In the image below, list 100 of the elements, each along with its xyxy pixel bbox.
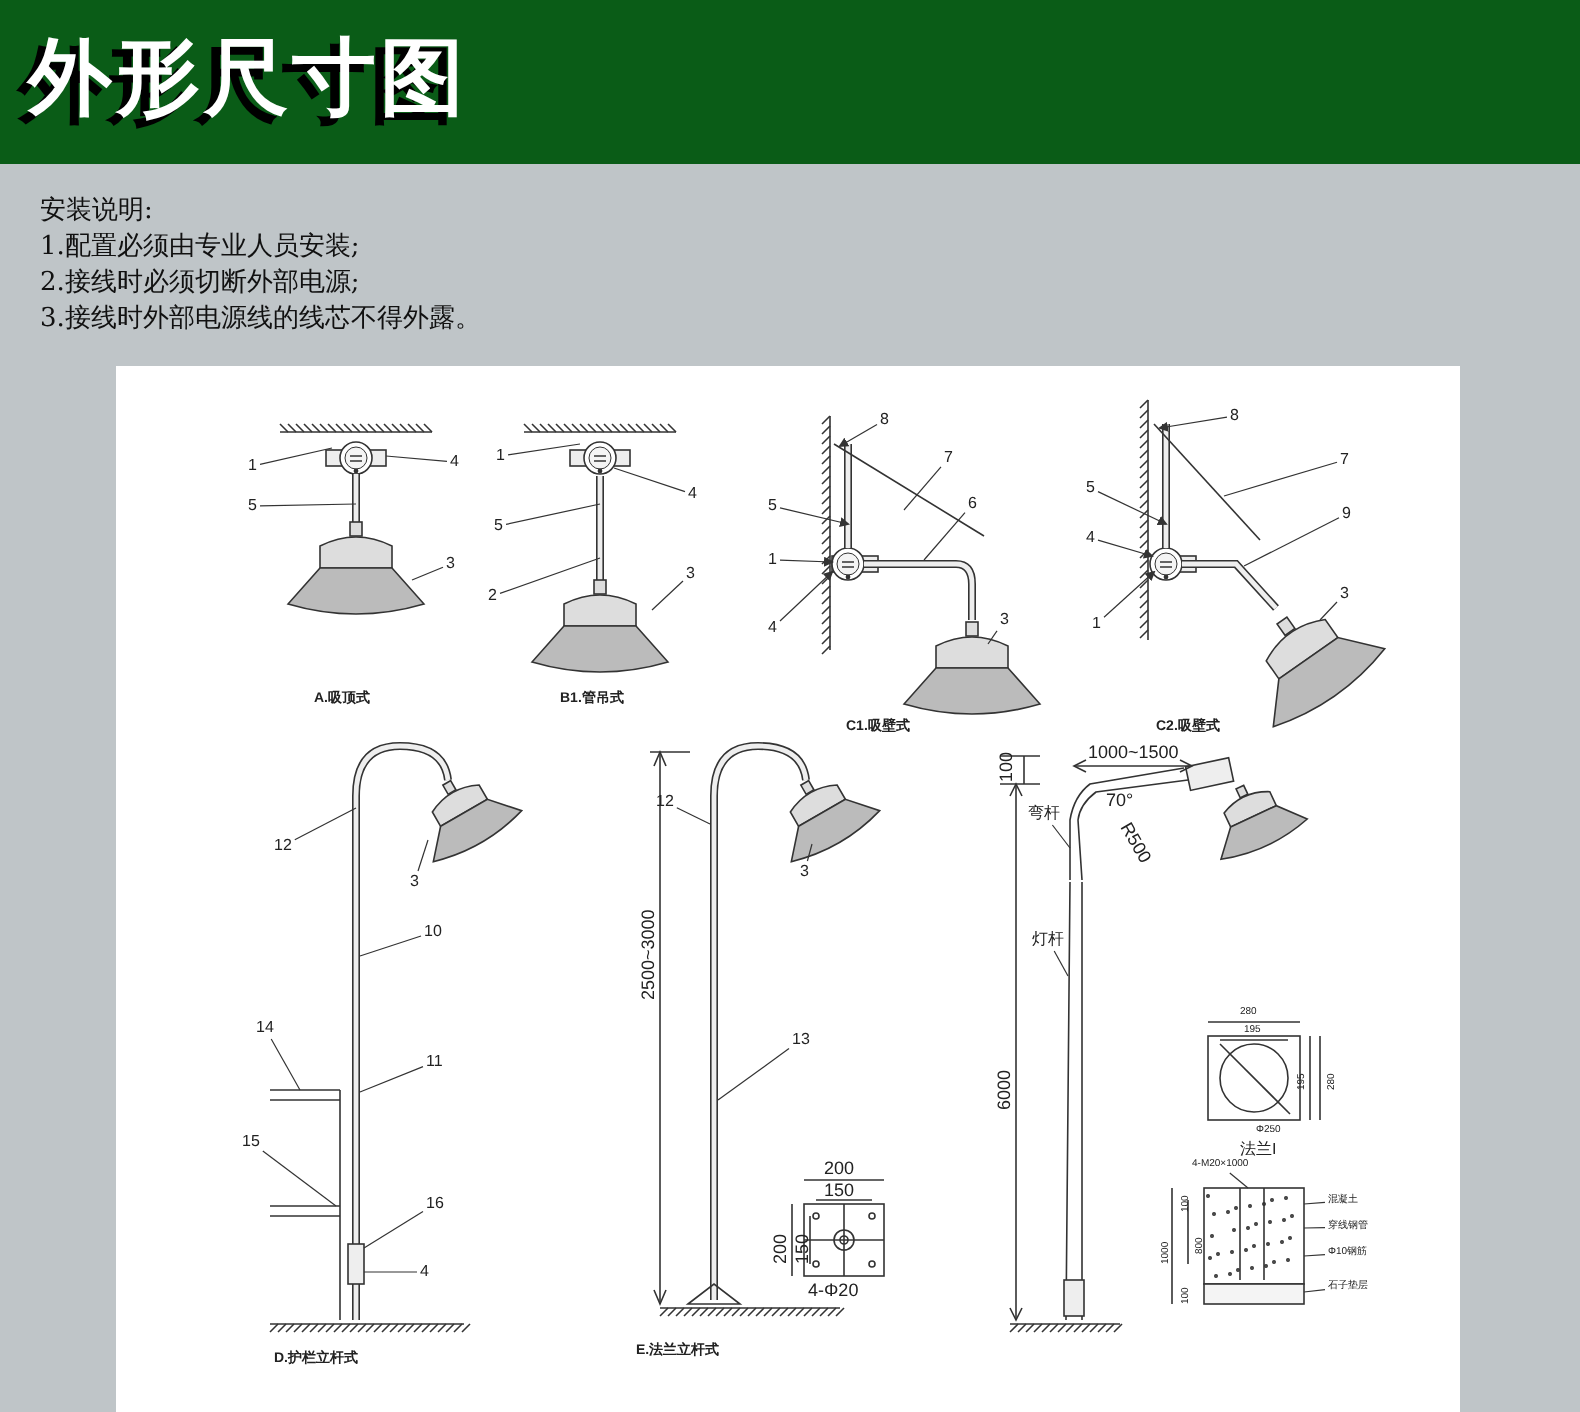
leader-line [1303,1227,1326,1229]
callout-number: 2 [488,588,497,604]
leader-line [1303,1201,1326,1205]
callout-number: 5 [494,518,503,534]
leader-line [1053,950,1069,977]
callout-number: 4 [768,620,777,636]
leader-line [987,630,998,645]
leader-line [903,466,942,511]
leader-line [923,512,966,561]
drawing-caption: 法兰I [1240,1142,1277,1158]
dimension-label: 4-Φ20 [808,1282,859,1300]
pipe [596,476,604,580]
leader-line [613,467,686,493]
leader-line [499,557,601,594]
leader-line [259,503,357,507]
callout-number: 8 [1230,408,1239,424]
callout-number: 5 [768,498,777,514]
leader-line [838,423,878,447]
callout-number: 5 [1086,480,1095,496]
callout-number: 11 [426,1054,443,1070]
dimension-label: 200 [772,1233,790,1264]
bent-arm [1069,767,1189,881]
leader-line [417,839,429,872]
leader-line [779,556,834,567]
junction-box [325,441,387,475]
lamp-drawing [789,779,881,863]
leader-line [385,455,448,462]
leader-line [359,935,422,957]
callout-number: 3 [446,556,455,572]
dimension-label: 200 [824,1160,855,1178]
leader-line [359,1066,424,1093]
pipe [844,440,976,624]
leader-line [507,443,581,456]
junction-box [569,441,631,475]
part-label: 弯杆 [1028,806,1060,822]
page-title: 外形尺寸图 [28,32,468,125]
foundation-drawing [1203,1187,1305,1305]
part-label: 灯杆 [1032,932,1064,948]
dimension-label: 100 [998,751,1016,782]
dimension-label: 70° [1106,792,1134,810]
leader-line [294,807,357,841]
callout-number: 8 [880,412,889,428]
support-brace [833,443,985,537]
leader-line [1103,570,1156,618]
lamp-drawing [1265,615,1386,728]
callout-number: 1 [496,448,505,464]
dimension-label: 2500~3000 [640,909,658,1000]
instruction-text: 2.接线时必须切断外部电源; [40,268,360,300]
callout-number: 3 [1340,586,1349,602]
railing [269,1089,341,1321]
callout-number: 1 [248,458,257,474]
leader-line [651,580,684,611]
junction-box [347,1243,365,1285]
lamp-drawing [287,521,425,615]
lamp-drawing [903,621,1041,715]
leader-line [363,1271,418,1273]
dimension-label: 150 [824,1182,855,1200]
pole [352,742,452,1320]
pipe [1162,420,1280,612]
support-brace [1153,423,1261,541]
callout-number: 9 [1342,506,1351,522]
instruction-text: 1.配置必须由专业人员安装; [40,232,360,264]
pipe [352,474,360,522]
callout-number: 4 [688,486,697,502]
callout-number: 4 [420,1264,429,1280]
instruction-heading: 安装说明: [40,196,153,228]
leader-line [1243,517,1340,567]
pole [1063,881,1085,1321]
callout-number: 7 [1340,452,1349,468]
callout-number: 12 [274,838,292,854]
leader-line [1303,1254,1326,1257]
callout-number: 7 [944,450,953,466]
callout-number: 13 [792,1032,810,1048]
leader-line [717,1048,790,1101]
callout-number: 3 [800,864,809,880]
leader-line [505,503,601,525]
leader-line [259,447,333,465]
leader-line [262,1150,337,1207]
callout-number: 4 [1086,530,1095,546]
leader-line [270,1038,301,1091]
callout-number: 14 [256,1020,274,1036]
callout-number: 4 [450,454,459,470]
callout-number: 10 [424,924,442,940]
leader-line [1303,1289,1326,1293]
leader-line [1097,539,1154,559]
leader-line [779,570,834,622]
callout-number: 3 [410,874,419,890]
leader-line [1223,461,1338,497]
dimension-label: 1000~1500 [1088,744,1179,762]
leader-line [1229,1172,1249,1189]
leader-line [676,807,711,825]
leader-line [363,1210,424,1249]
junction-box [831,547,879,581]
lamp-drawing [531,579,669,673]
dimension-label: 150 [794,1233,812,1264]
leader-line [411,566,444,581]
leader-line [1319,601,1338,621]
lamp-drawing [431,779,523,863]
callout-number: 1 [768,552,777,568]
callout-number: 15 [242,1134,260,1150]
